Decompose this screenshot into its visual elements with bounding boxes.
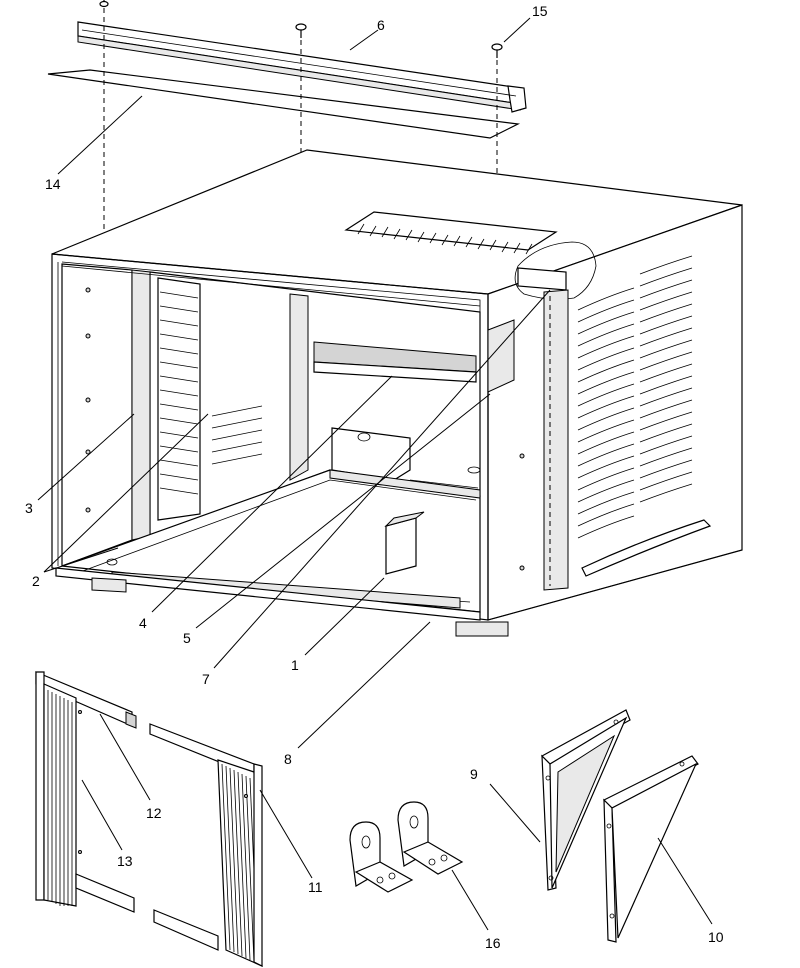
right-side-louvers	[519, 255, 712, 577]
callout-13: 13	[117, 853, 133, 869]
leader-7	[213, 289, 551, 669]
top-rail	[77, 21, 527, 113]
leader-13	[81, 779, 123, 851]
left-louvers	[157, 277, 201, 521]
callout-6: 6	[377, 17, 385, 33]
support-bracket-9	[541, 709, 631, 891]
leader-5	[195, 393, 491, 629]
callout-3: 3	[25, 500, 33, 516]
leader-15	[503, 17, 531, 43]
leader-2b	[43, 547, 119, 573]
callout-11: 11	[308, 879, 323, 895]
side-curtain-left	[35, 671, 137, 913]
l-bracket-left	[349, 821, 414, 893]
callout-12: 12	[146, 805, 162, 821]
leader-lines	[37, 17, 713, 931]
leader-10	[657, 837, 713, 925]
leader-11	[259, 789, 313, 879]
gasket-strip	[47, 69, 521, 139]
callout-5: 5	[183, 630, 191, 646]
callout-1: 1	[291, 657, 299, 673]
inner-louvers	[211, 405, 263, 465]
l-bracket-right	[397, 801, 464, 875]
callout-4: 4	[139, 615, 147, 631]
screw-middle	[295, 23, 307, 38]
leader-12	[99, 713, 151, 801]
callout-10: 10	[708, 929, 724, 945]
callout-16: 16	[485, 935, 501, 951]
leader-1	[304, 577, 385, 656]
top-grille	[344, 211, 558, 255]
callout-labels: 1 2 3 4 5 6 7 8 9 10 11 12 13 14 15 16	[25, 3, 724, 951]
leader-14	[57, 95, 143, 175]
leader-8	[297, 621, 431, 749]
leader-6	[349, 29, 379, 51]
callout-2: 2	[32, 573, 40, 589]
screw-left	[99, 0, 109, 8]
leader-3	[37, 413, 135, 501]
callout-7: 7	[202, 671, 210, 687]
support-bracket-10	[602, 755, 699, 943]
leader-9	[489, 783, 541, 843]
callout-9: 9	[470, 766, 478, 782]
callout-14: 14	[45, 176, 61, 192]
callout-8: 8	[284, 751, 292, 767]
side-curtain-right	[149, 723, 263, 967]
leader-4	[151, 375, 393, 613]
leader-2a	[43, 413, 209, 573]
callout-15: 15	[532, 3, 548, 19]
mounting-holes-left	[85, 287, 91, 513]
post-detail	[514, 241, 597, 591]
screw-right	[491, 43, 503, 58]
leader-16	[451, 869, 489, 931]
